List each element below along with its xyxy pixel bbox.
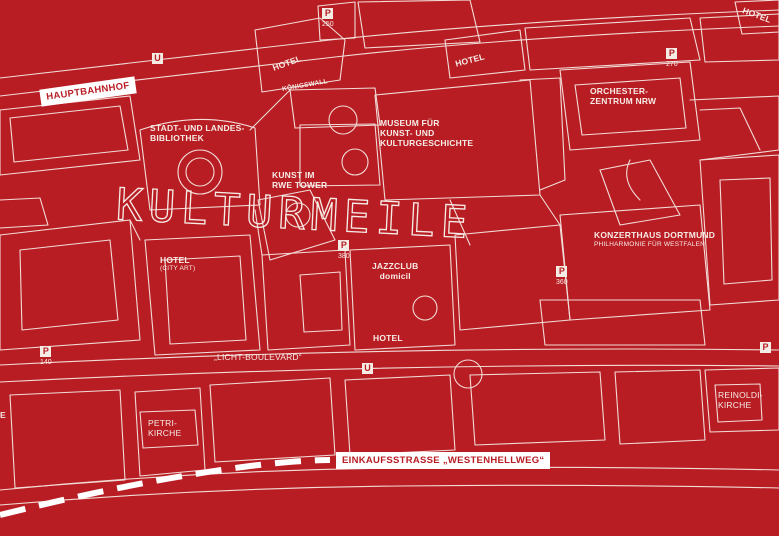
konzerthaus-label[interactable]: KONZERTHAUS DORTMUND <box>594 230 716 240</box>
kulturmeile-text: KULTURMEILE <box>115 180 475 249</box>
parking-capacity: 360 <box>556 279 568 286</box>
parking-capacity: 140 <box>40 359 52 366</box>
licht-boulevard-label: „LICHT-BOULEVARD“ <box>214 352 302 362</box>
ubahn-icon-north[interactable]: U <box>152 53 163 64</box>
left-edge-label: E <box>0 410 6 420</box>
stadt-bibliothek-label[interactable]: STADT- UND LANDES- BIBLIOTHEK <box>150 123 245 143</box>
parking-marker-360[interactable]: P 360 <box>556 266 568 287</box>
ubahn-icon-boulevard[interactable]: U <box>362 363 373 374</box>
reinoldi-kirche-label[interactable]: REINOLDI- KIRCHE <box>718 390 763 410</box>
hotel-left-sub-label: (CITY ART) <box>160 265 196 272</box>
parking-icon: P <box>338 240 350 251</box>
jazzclub-label[interactable]: JAZZCLUB domicil <box>372 261 419 281</box>
parking-icon: P <box>760 342 771 353</box>
parking-icon: P <box>40 346 52 357</box>
parking-capacity: 250 <box>322 21 334 28</box>
orchesterzentrum-label[interactable]: ORCHESTER- ZENTRUM NRW <box>590 86 657 106</box>
kunst-rwe-label[interactable]: KUNST IM RWE TOWER <box>272 170 328 190</box>
parking-marker-140[interactable]: P 140 <box>40 346 52 367</box>
petri-kirche-label[interactable]: PETRI- KIRCHE <box>148 418 182 438</box>
kulturmeile-headline: KULTURMEILE <box>114 180 475 250</box>
parking-marker-250[interactable]: P 250 <box>322 8 334 29</box>
parking-marker-270[interactable]: P 270 <box>666 48 678 69</box>
museum-label[interactable]: MUSEUM FÜR KUNST- UND KULTURGESCHICHTE <box>380 118 474 148</box>
hotel-left-label: HOTEL <box>160 255 190 265</box>
einkaufsstrasse-banner[interactable]: EINKAUFSSTRASSE „WESTENHELLWEG“ <box>336 452 551 469</box>
parking-capacity: 270 <box>666 61 678 68</box>
parking-marker-380[interactable]: P 380 <box>338 240 350 261</box>
parking-marker-east[interactable]: P <box>760 342 771 353</box>
hotel-center-label: HOTEL <box>373 333 403 343</box>
parking-icon: P <box>322 8 334 19</box>
parking-icon: P <box>666 48 678 59</box>
parking-icon: P <box>556 266 568 277</box>
parking-capacity: 380 <box>338 253 350 260</box>
konzerthaus-sub-label: PHILHARMONIE FÜR WESTFALEN <box>594 241 706 248</box>
